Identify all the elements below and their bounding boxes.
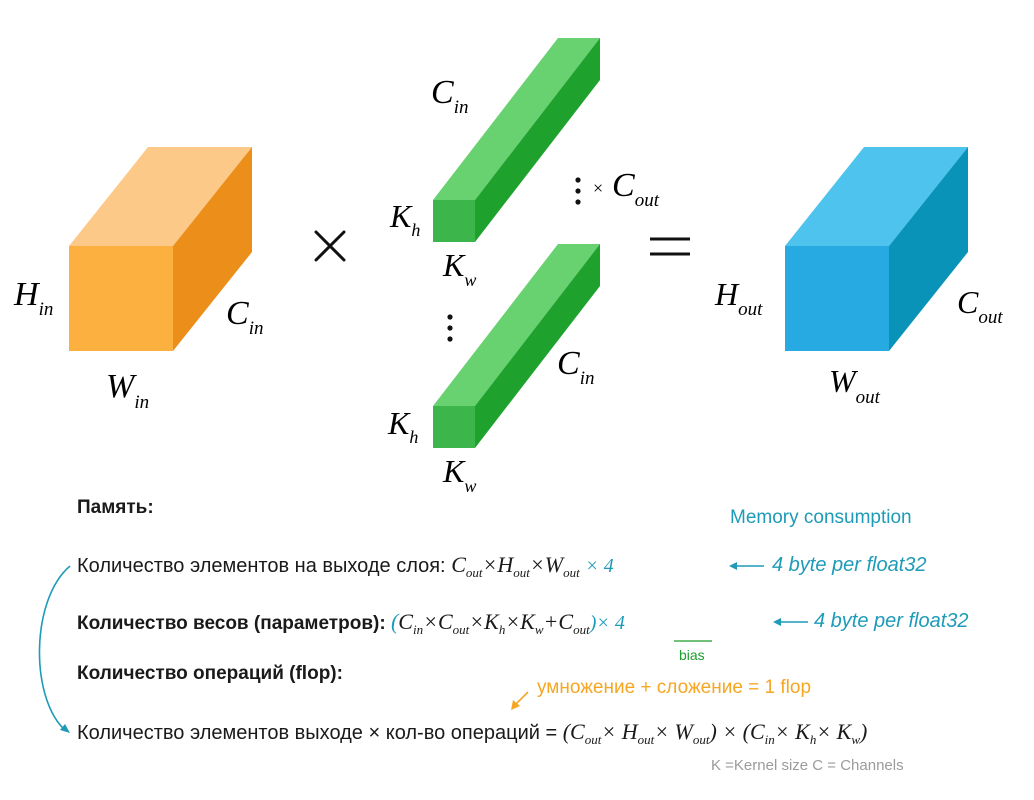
kernel-repeat-label: × <box>593 178 603 198</box>
flop-note: умножение + сложение = 1 flop <box>537 677 812 698</box>
line1-label: Количество элементов на выходе слоя: <box>77 555 446 577</box>
flop-header: Количество операций (flop): <box>77 663 343 684</box>
kernel-2-front-face <box>433 406 475 448</box>
line2-label: Количество весов (параметров): <box>77 613 386 634</box>
vertical-dots-left <box>447 314 453 342</box>
kernel-2-side-face <box>475 244 600 448</box>
input-top-face <box>69 147 252 246</box>
output-tensor <box>785 147 968 351</box>
bias-label: bias <box>679 647 705 663</box>
input-w-label: Win <box>106 368 149 413</box>
input-front-face <box>69 246 173 351</box>
kernel-repeat-c: Cout <box>612 167 660 211</box>
output-front-face <box>785 246 889 351</box>
line2-note-arrowhead <box>773 618 781 626</box>
input-side-face <box>173 147 252 351</box>
memory-header: Память: <box>77 497 154 518</box>
flop-note-arrowhead <box>511 700 520 710</box>
kernel-1-front-face <box>433 200 475 242</box>
footnote: K =Kernel size C = Channels <box>711 757 904 774</box>
input-h-label: Hin <box>13 276 53 320</box>
kernel-2-c-label: Cin <box>557 345 594 389</box>
equals-symbol <box>650 237 690 256</box>
kernel-1-side-face <box>475 38 600 242</box>
kernel-2-kh-label: Kh <box>387 405 418 447</box>
line4-label: Количество элементов выходе × кол-во опе… <box>77 722 558 744</box>
output-c-label: Cout <box>957 284 1003 328</box>
line2-note: 4 byte per float32 <box>814 610 969 632</box>
line1-formula: Cout×Hout×Wout <box>451 552 580 580</box>
output-side-face <box>889 147 968 351</box>
curved-teal-arrow <box>38 565 71 732</box>
kernel-2-kw-label: Kw <box>442 453 476 496</box>
kernel-1-c-label: Cin <box>431 74 468 118</box>
line2-formula: (Cin×Cout×Kh×Kw+Cout)× 4 <box>390 609 625 637</box>
kernel-1-top-face <box>433 38 600 200</box>
line1-note-arrowhead <box>729 562 737 570</box>
line1-note: 4 byte per float32 <box>772 554 927 576</box>
kernel-1-kh-label: Kh <box>389 198 420 240</box>
output-w-label: Wout <box>829 363 881 408</box>
curved-teal-arrowhead <box>60 724 70 733</box>
kernel-2 <box>433 244 600 448</box>
memory-consumption-label: Memory consumption <box>730 507 912 528</box>
vertical-dots-right <box>575 177 581 205</box>
multiply-symbol <box>314 230 346 262</box>
output-h-label: Hout <box>714 276 763 320</box>
line2: Количество весов (параметров): (Cin×Cout… <box>77 609 625 638</box>
output-top-face <box>785 147 968 246</box>
line1: Количество элементов на выходе слоя: Cou… <box>77 552 614 581</box>
input-tensor <box>69 147 252 351</box>
line4-formula: (Cout× Hout× Wout) × (Cin× Kh× Kw) <box>562 719 868 747</box>
kernel-1-kw-label: Kw <box>442 247 476 290</box>
kernel-1 <box>433 38 600 242</box>
input-c-label: Cin <box>226 295 263 339</box>
line4: Количество элементов выходе × кол-во опе… <box>77 719 867 748</box>
kernel-2-top-face <box>433 244 600 406</box>
line1-times4: × 4 <box>585 555 614 577</box>
